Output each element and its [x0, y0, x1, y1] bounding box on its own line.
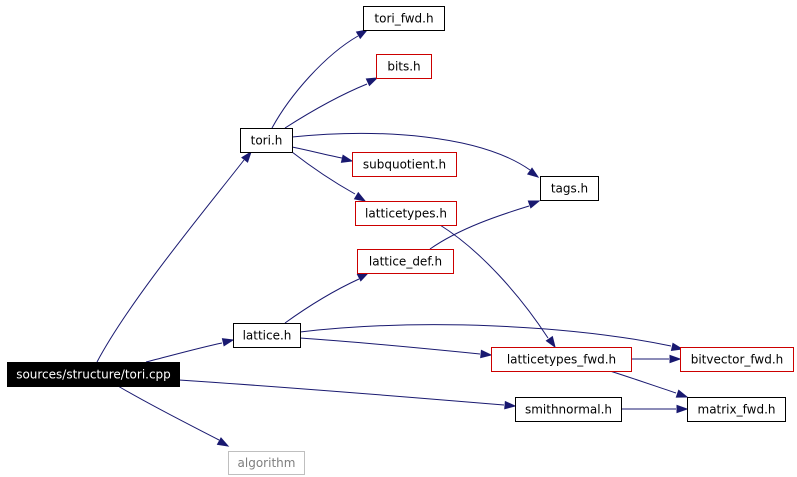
node-label: bits.h [387, 60, 420, 74]
arrowhead [669, 354, 682, 364]
arrowhead [356, 272, 370, 282]
node-bits-h[interactable]: bits.h [376, 54, 432, 79]
edge-tori_cpp-to-algorithm [117, 385, 230, 447]
node-label: tori_fwd.h [374, 12, 433, 26]
node-algorithm[interactable]: algorithm [228, 451, 305, 475]
node-box [228, 451, 305, 475]
node-box [233, 323, 301, 348]
node-box [376, 54, 432, 79]
arrowhead [340, 154, 354, 163]
node-label: sources/structure/tori.cpp [16, 368, 171, 382]
node-tori-cpp[interactable]: sources/structure/tori.cpp [7, 362, 180, 387]
node-box [515, 397, 622, 422]
node-label: algorithm [238, 456, 296, 470]
node-bitvector-fwd-h[interactable]: bitvector_fwd.h [680, 347, 794, 372]
arrowhead [241, 150, 252, 163]
arrowhead [221, 338, 235, 347]
node-label: lattice.h [243, 329, 292, 343]
node-label: subquotient.h [363, 158, 446, 172]
edge-lattice_h-to-latticetypes_fwd_h [299, 337, 493, 359]
node-tags-h[interactable]: tags.h [540, 176, 599, 201]
edge-lattice_def_h-to-tags_h [429, 200, 541, 250]
edge-lattice_h-to-lattice_def_h [284, 272, 370, 324]
edge-lattice_h-to-bitvector_fwd_h [299, 324, 684, 352]
edge-tori_h-to-subquotient_h [291, 146, 354, 163]
node-label: latticetypes.h [365, 207, 447, 221]
node-label: matrix_fwd.h [698, 403, 776, 417]
node-tori-fwd-h[interactable]: tori_fwd.h [363, 6, 445, 31]
edge-tori_cpp-to-lattice_h [145, 338, 235, 363]
arrowhead [527, 200, 541, 209]
node-box [491, 347, 632, 372]
node-label: latticetypes_fwd.h [507, 353, 616, 367]
node-smithnormal-h[interactable]: smithnormal.h [515, 397, 622, 422]
edge-tori_cpp-to-smithnormal_h [178, 379, 517, 410]
arrowhead [526, 167, 540, 178]
node-label: smithnormal.h [525, 403, 612, 417]
node-box [687, 397, 786, 422]
arrowhead [353, 191, 367, 202]
arrowhead [480, 349, 493, 359]
edge-tori_h-to-bits_h [284, 77, 379, 129]
node-matrix-fwd-h[interactable]: matrix_fwd.h [687, 397, 786, 422]
arrowhead [504, 400, 517, 410]
node-box [680, 347, 794, 372]
node-label: bitvector_fwd.h [691, 353, 784, 367]
edge-tori_cpp-to-tori_h [96, 150, 252, 363]
node-box [540, 176, 599, 201]
edge-smithnormal_h-to-matrix_fwd_h [621, 404, 689, 414]
arrowhead [670, 342, 684, 352]
edge-tori_h-to-tags_h [291, 132, 540, 178]
arrowhead [216, 437, 230, 447]
edge-tori_h-to-tori_fwd_h [271, 29, 369, 129]
arrowhead [545, 335, 556, 349]
node-box [363, 6, 445, 31]
node-label: tori.h [251, 134, 283, 148]
node-subquotient-h[interactable]: subquotient.h [352, 152, 457, 177]
node-lattice-h[interactable]: lattice.h [233, 323, 301, 348]
edges-layer [96, 29, 689, 447]
node-box [240, 128, 293, 153]
node-box [352, 152, 457, 177]
node-lattice-def-h[interactable]: lattice_def.h [357, 249, 454, 274]
node-label: lattice_def.h [369, 255, 442, 269]
node-box [357, 249, 454, 274]
arrowhead [365, 77, 379, 87]
arrowhead [675, 389, 689, 398]
node-box [355, 201, 457, 226]
edge-latticetypes_fwd_h-to-matrix_fwd_h [609, 370, 689, 398]
edge-tori_h-to-latticetypes_h [291, 151, 367, 202]
arrowhead [676, 404, 689, 414]
arrowhead [355, 29, 369, 40]
nodes-layer: sources/structure/tori.cpp tori.h tori_fwd… [7, 6, 794, 475]
node-tori-h[interactable]: tori.h [240, 128, 293, 153]
node-label: tags.h [551, 182, 588, 196]
node-box [7, 362, 180, 387]
edge-latticetypes_fwd_h-to-bitvector_fwd_h [631, 354, 682, 364]
node-latticetypes-h[interactable]: latticetypes.h [355, 201, 457, 226]
node-latticetypes-fwd-h[interactable]: latticetypes_fwd.h [491, 347, 632, 372]
